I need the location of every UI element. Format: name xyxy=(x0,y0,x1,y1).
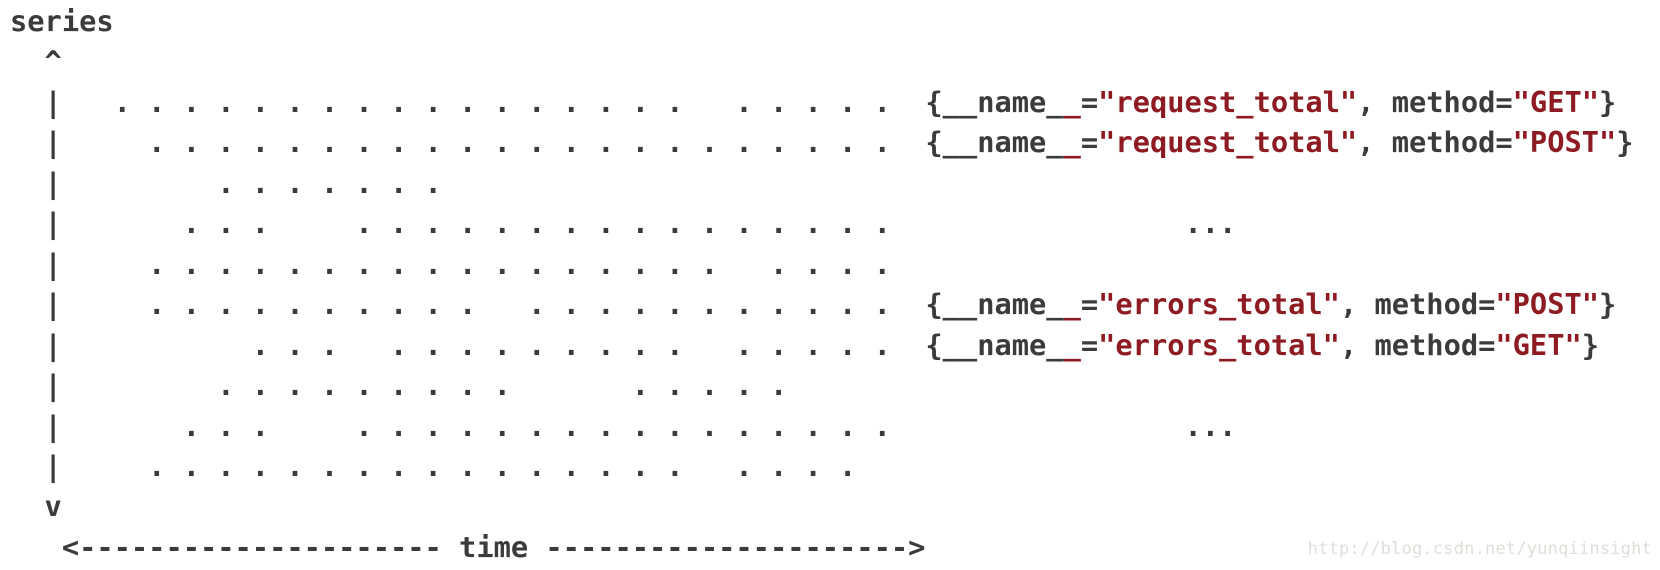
diagram-line: | . . . . . . . . . . . . . . . . . . . … xyxy=(10,448,857,483)
diagram-line: <--------------------- time ------------… xyxy=(10,529,926,564)
diagram-line: ^ xyxy=(10,44,62,79)
diagram-line: | . . . . . . . . . . . . . . . . . . . … xyxy=(10,287,1617,322)
ascii-diagram: series ^ | . . . . . . . . . . . . . . .… xyxy=(10,1,1634,567)
diagram-line: | . . . . . . . . . . . . . . . . . . . … xyxy=(10,84,1617,119)
diagram-line: | . . . . . . . . . . . . . . . . . . . … xyxy=(10,246,891,281)
watermark-url: http://blog.csdn.net/yunqiinsight xyxy=(1307,539,1652,559)
diagram-line: series xyxy=(10,4,114,38)
diagram-line: | . . . . . . . . . . . . . . . . . {__n… xyxy=(10,327,1600,362)
diagram-line: | . . . . . . . . . . . . . . . . . . . … xyxy=(10,125,1634,160)
diagram-line: | . . . . . . . . . . . . . . xyxy=(10,368,788,403)
diagram-line: v xyxy=(10,489,62,524)
diagram-line: | . . . . . . . . . . . . . . . . . . . … xyxy=(10,408,1237,443)
diagram-line: | . . . . . . . . . . . . . . . . . . . … xyxy=(10,206,1237,241)
diagram-line: | . . . . . . . xyxy=(10,165,442,200)
